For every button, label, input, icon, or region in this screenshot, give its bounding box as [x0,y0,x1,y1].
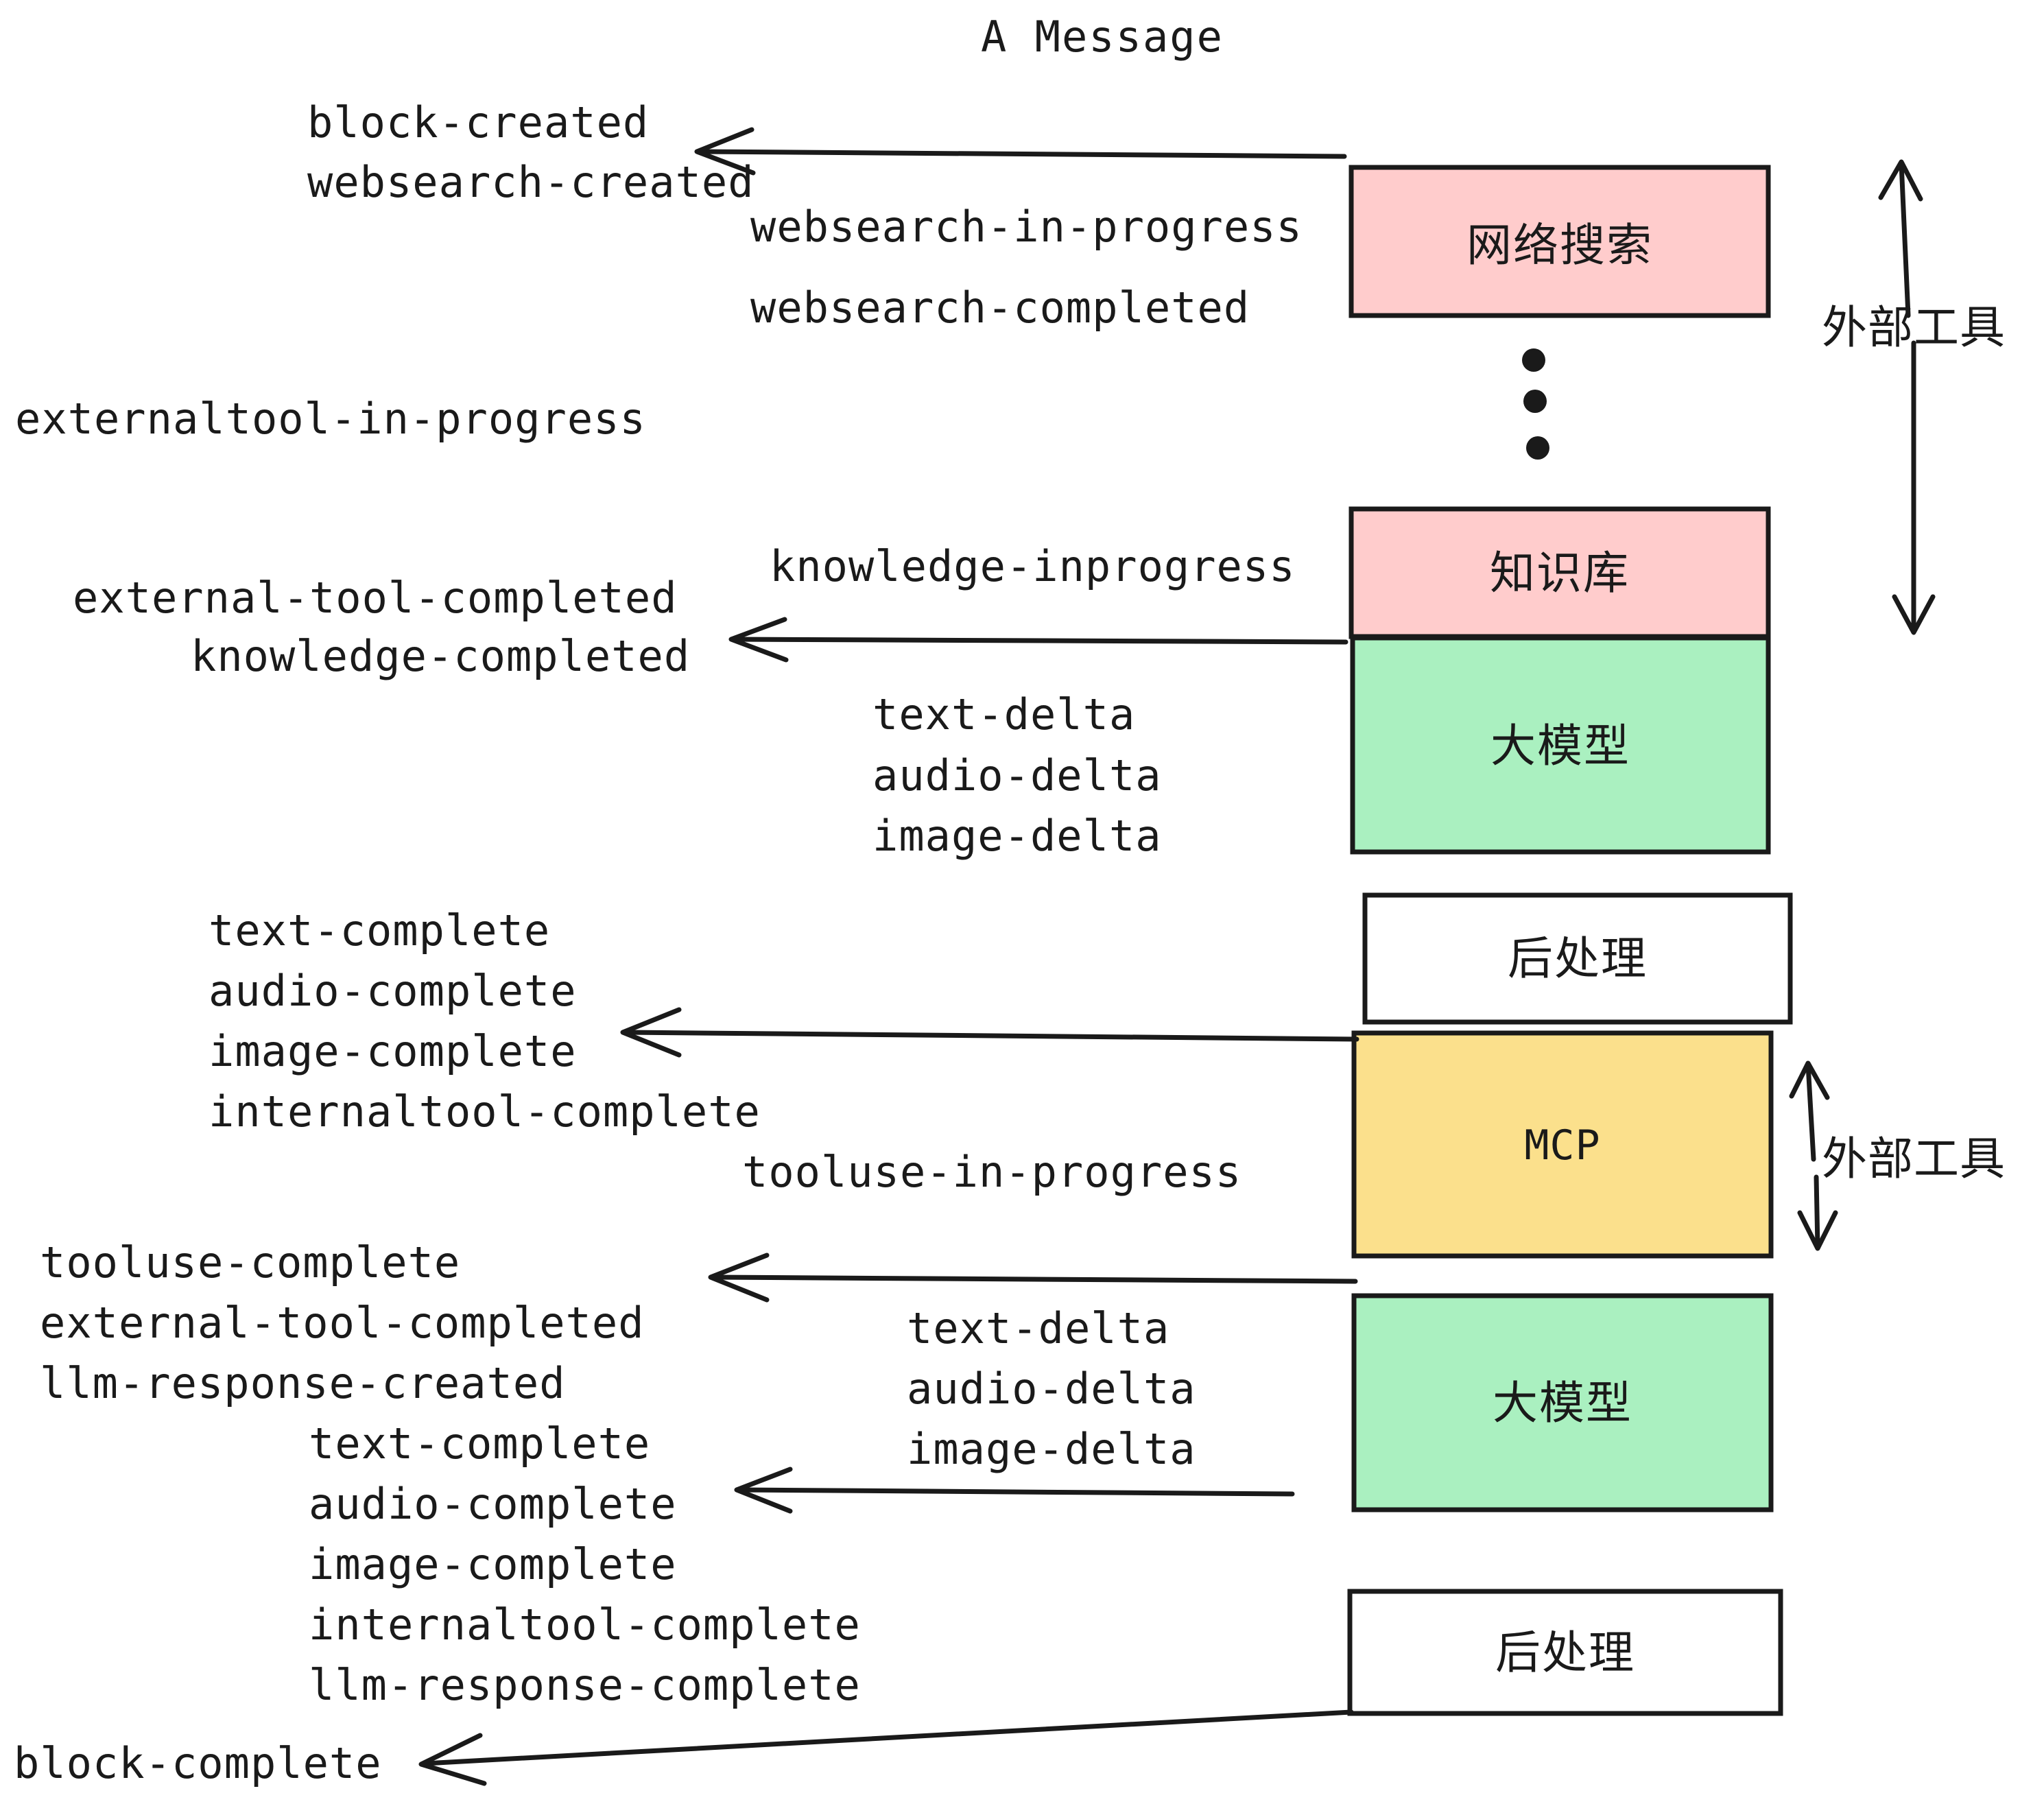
node-llm-2-box[interactable] [1351,1293,1774,1512]
event-label-internaltool-complete-2: internaltool-complete [309,1600,861,1650]
arrow-3-head [620,1007,682,1058]
node-mcp-label: MCP [1524,1121,1600,1170]
arrow-6-head [418,1733,487,1786]
external-tools-bottom-down-head [1797,1210,1838,1251]
arrow-llm2-to-audio-complete [734,1467,1295,1514]
event-label-text-delta-2: text-delta [907,1303,1169,1353]
event-label-knowledge-inprogress: knowledge-inprogress [770,541,1296,591]
arrow-5-head [734,1467,793,1514]
event-label-websearch-created: websearch-created [307,157,754,207]
external-tools-top-up-head [1878,159,1923,202]
ellipsis-dot-3 [1526,436,1549,460]
node-postprocess-1-box[interactable] [1362,892,1793,1025]
external-tools-top-label: 外部工具 [1822,301,2006,354]
event-label-external-tool-completed-1: external-tool-completed [73,573,678,623]
arrow-mcp-to-image-complete [620,1007,1359,1058]
arrow-2-shaft [731,637,1348,645]
event-label-audio-complete-1: audio-complete [209,966,577,1016]
node-postprocess-1-label: 后处理 [1508,932,1648,985]
event-label-external-tool-completed-2: external-tool-completed [40,1298,645,1348]
node-mcp-box[interactable] [1351,1030,1774,1259]
event-label-image-delta-1: image-delta [872,811,1162,861]
event-label-websearch-in-progress: websearch-in-progress [750,202,1303,252]
node-llm-1-label: 大模型 [1490,720,1630,772]
ellipsis-dots [1522,348,1549,460]
arrow-1-shaft [697,149,1347,159]
arrow-mcp-to-tooluse-complete [708,1253,1358,1303]
node-llm-2-label: 大模型 [1493,1377,1632,1429]
event-label-text-complete-1: text-complete [209,905,550,956]
node-knowledge-box[interactable] [1348,506,1771,639]
external-tools-bottom-down-shaft [1814,1174,1820,1250]
event-label-internaltool-complete-1: internaltool-complete [209,1087,761,1137]
node-postprocess-2-label: 后处理 [1495,1626,1635,1679]
event-label-text-delta-1: text-delta [872,689,1135,739]
event-label-image-delta-2: image-delta [907,1424,1196,1474]
event-label-llm-response-created: llm-response-created [40,1358,566,1408]
external-tools-top-up-shaft [1899,161,1911,318]
external-tools-bottom-label: 外部工具 [1822,1132,2006,1185]
node-llm-1-box[interactable] [1350,635,1771,855]
event-label-websearch-completed: websearch-completed [750,283,1250,333]
node-knowledge-label: 知识库 [1490,547,1630,600]
arrow-6-shaft [423,1709,1354,1766]
arrow-knowledge-to-completed [728,617,1348,663]
page-title: A Message [981,12,1224,62]
external-tools-bracket-top: 外部工具 [1822,159,2006,635]
event-label-block-created: block-created [307,97,649,147]
node-websearch-label: 网络搜索 [1466,219,1653,272]
event-label-audio-delta-1: audio-delta [872,750,1162,800]
arrow-3-shaft [623,1030,1359,1042]
event-label-audio-delta-2: audio-delta [907,1364,1196,1414]
arrow-4-shaft [711,1274,1358,1284]
arrow-4-head [708,1253,770,1303]
node-websearch-box[interactable] [1348,165,1771,318]
arrow-5-shaft [737,1487,1295,1497]
arrow-1-head [694,127,756,176]
ellipsis-dot-1 [1522,348,1545,372]
event-label-block-complete: block-complete [14,1738,382,1788]
external-tools-top-down-head [1892,594,1936,635]
event-label-audio-complete-2: audio-complete [309,1479,677,1529]
external-tools-bottom-up-head [1789,1060,1830,1100]
arrow-websearch-to-created [694,127,1347,176]
arrow-postprocess2-to-block-complete [418,1709,1354,1786]
event-label-tooluse-complete: tooluse-complete [40,1237,460,1287]
node-postprocess-2-box[interactable] [1347,1589,1783,1716]
event-label-llm-response-complete: llm-response-complete [309,1660,861,1710]
external-tools-bottom-up-shaft [1805,1062,1816,1162]
arrow-2-head [728,617,789,663]
event-label-externaltool-in-progress: externaltool-in-progress [15,394,646,444]
event-label-text-complete-2: text-complete [309,1419,650,1469]
event-label-tooluse-in-progress: tooluse-in-progress [742,1147,1241,1197]
external-tools-bracket-bottom: 外部工具 [1789,1060,2006,1251]
event-label-image-complete-2: image-complete [309,1539,677,1589]
event-label-knowledge-completed: knowledge-completed [191,631,690,681]
ellipsis-dot-2 [1523,390,1547,413]
event-label-image-complete-1: image-complete [209,1026,577,1076]
